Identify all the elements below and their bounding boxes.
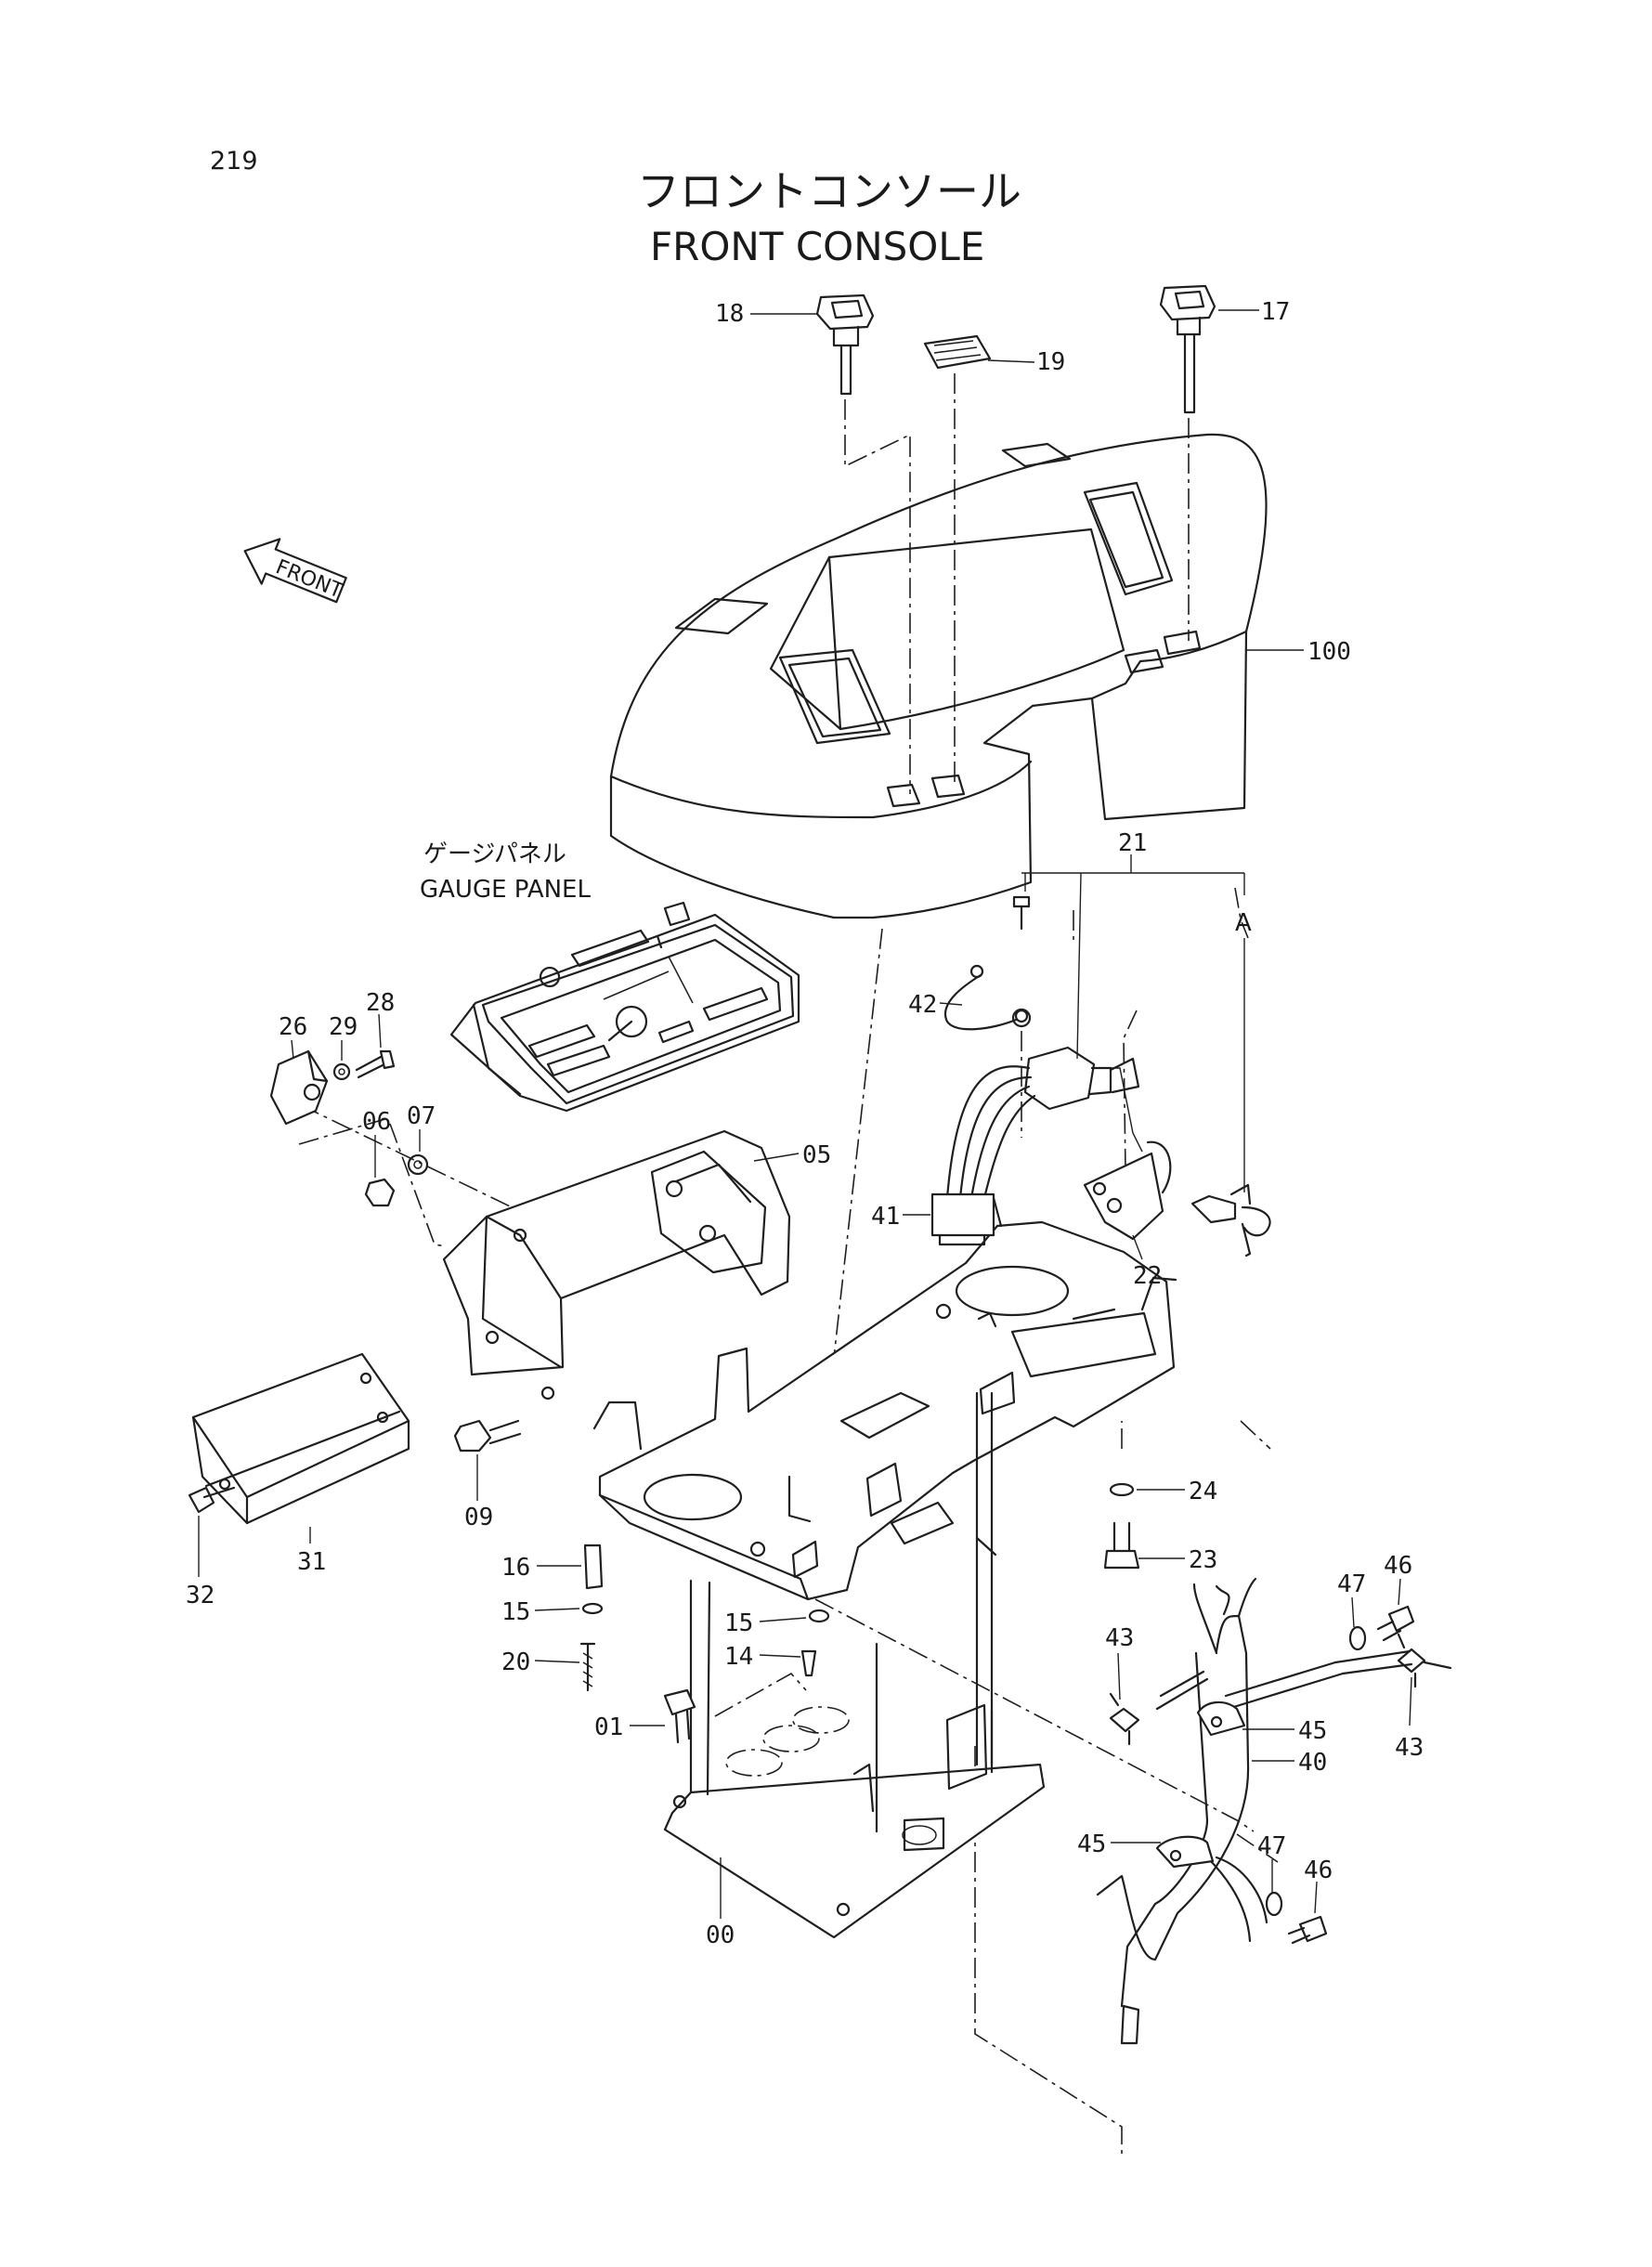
washer-47a	[1348, 1625, 1367, 1651]
bolt-01	[663, 1688, 696, 1744]
bracket-22	[1083, 1140, 1172, 1241]
washer-47b	[1265, 1891, 1283, 1917]
label-00: 00	[706, 1922, 735, 1949]
harness-40	[1096, 1577, 1413, 2045]
label-40: 40	[1298, 1749, 1327, 1777]
clip-43a	[1109, 1692, 1140, 1746]
label-46b: 46	[1304, 1857, 1333, 1884]
title-english: FRONT CONSOLE	[650, 224, 984, 269]
gauge-panel-label-jp: ゲージパネル	[423, 840, 566, 868]
screw-42-top	[1011, 895, 1032, 1028]
label-17: 17	[1261, 298, 1290, 326]
label-45a: 45	[1298, 1717, 1327, 1745]
clip-43b	[1397, 1633, 1452, 1688]
page-number: 219	[210, 147, 258, 176]
label-41: 41	[871, 1203, 900, 1231]
label-19: 19	[1036, 348, 1065, 376]
label-20: 20	[501, 1648, 530, 1676]
clamp-45a	[1196, 1700, 1246, 1737]
switch-box-31	[191, 1352, 410, 1525]
label-29: 29	[329, 1013, 358, 1041]
leader-lines	[198, 309, 1412, 1919]
nut-06	[364, 1178, 396, 1207]
label-21: 21	[1118, 829, 1147, 857]
base-frame-00	[663, 1579, 1046, 1939]
label-07: 07	[407, 1102, 436, 1130]
label-26: 26	[279, 1013, 307, 1041]
pin-16	[583, 1544, 604, 1590]
label-05: 05	[802, 1141, 831, 1169]
washer-15b	[808, 1609, 830, 1623]
clamp-45b	[1155, 1835, 1215, 1869]
connector-41	[930, 1192, 995, 1246]
label-47b: 47	[1257, 1832, 1286, 1860]
label-100: 100	[1307, 638, 1351, 666]
bolt-46b	[1287, 1915, 1328, 1945]
label-47a: 47	[1337, 1570, 1366, 1598]
main-mount-plate	[592, 1196, 1177, 1766]
label-06: 06	[362, 1108, 391, 1136]
key-a	[1190, 1183, 1271, 1257]
label-45b: 45	[1077, 1831, 1106, 1858]
pad-19	[923, 334, 992, 370]
label-15a: 15	[501, 1598, 530, 1626]
bolt-23	[1103, 1521, 1140, 1570]
screw-28	[355, 1049, 396, 1079]
switch-18	[815, 293, 875, 396]
washer-29	[332, 1062, 351, 1081]
front-console-cover	[609, 433, 1268, 919]
washer-24	[1109, 1482, 1135, 1497]
label-42: 42	[908, 991, 937, 1019]
label-09: 09	[464, 1504, 493, 1531]
label-15b: 15	[724, 1609, 753, 1637]
screw-32	[188, 1486, 236, 1514]
gauge-panel	[449, 901, 800, 1113]
screw-20	[579, 1642, 596, 1692]
front-direction-arrow: FRONT	[243, 538, 347, 604]
washer-07	[407, 1153, 429, 1176]
switch-17	[1159, 284, 1216, 414]
label-24: 24	[1189, 1478, 1217, 1505]
label-23: 23	[1189, 1546, 1217, 1574]
label-43a: 43	[1105, 1624, 1134, 1652]
title-japanese: フロントコンソール	[637, 166, 1021, 216]
label-46a: 46	[1384, 1552, 1412, 1580]
label-14: 14	[724, 1643, 753, 1671]
label-22: 22	[1133, 1262, 1162, 1290]
bolt-09	[453, 1419, 522, 1453]
label-31: 31	[297, 1548, 326, 1576]
label-18: 18	[715, 300, 744, 328]
label-28: 28	[366, 989, 395, 1017]
part-labels: 17 18 19 100 21 A 42 41 22 05 26 29 28 0…	[186, 298, 1424, 1949]
key-switch-21	[945, 1046, 1140, 1200]
relay-26	[269, 1049, 329, 1126]
label-32: 32	[186, 1582, 215, 1609]
gauge-panel-label-en: GAUGE PANEL	[420, 876, 591, 904]
label-ref-a: A	[1235, 909, 1252, 937]
label-43b: 43	[1395, 1734, 1424, 1762]
cable-42	[943, 964, 1029, 1031]
leader-21-switch	[1092, 1067, 1143, 1153]
leader-21-bracket	[1021, 854, 1245, 1060]
bolt-46a	[1376, 1605, 1415, 1642]
washer-15a	[581, 1602, 604, 1615]
bracket-05	[442, 1129, 791, 1401]
assembly-lines	[274, 373, 1279, 2155]
label-01: 01	[594, 1713, 623, 1741]
label-16: 16	[501, 1554, 530, 1582]
screw-14	[800, 1649, 817, 1677]
